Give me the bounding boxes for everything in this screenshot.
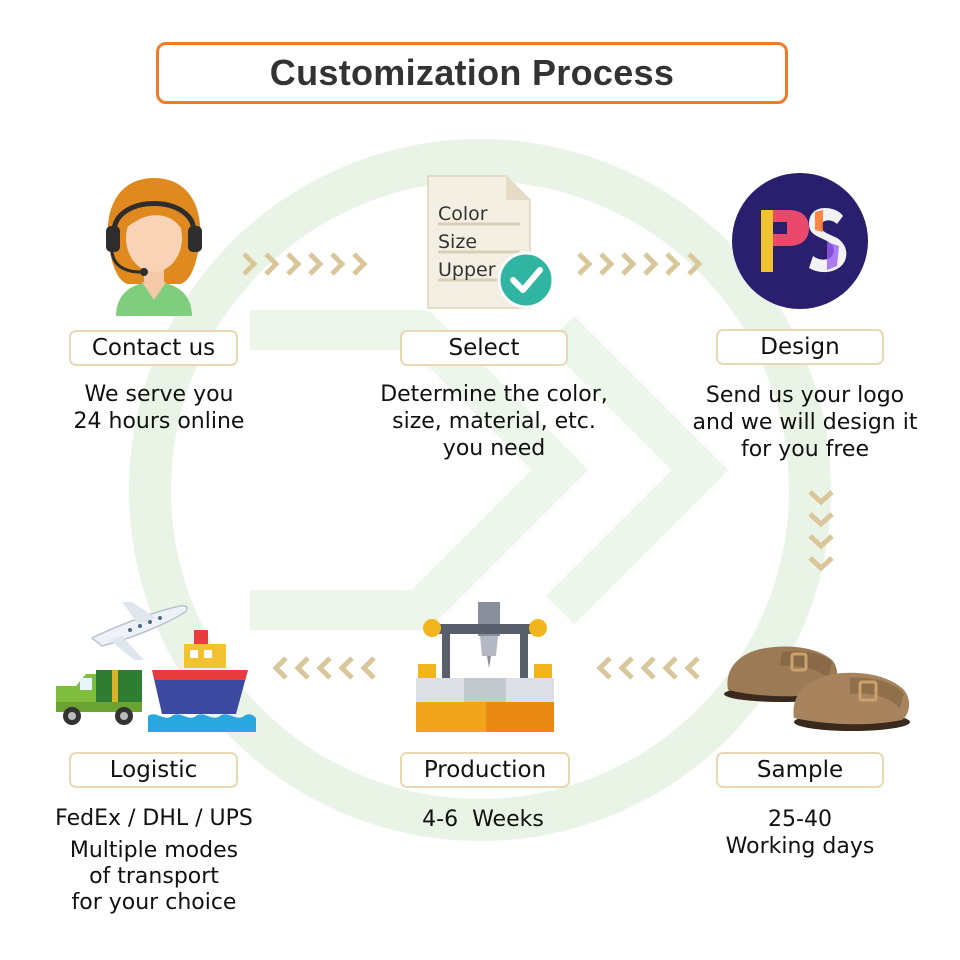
doc-line-color: Color bbox=[438, 203, 488, 225]
document-checkmark-icon: Color Size Upper bbox=[427, 175, 555, 309]
step-select-label: Select bbox=[400, 330, 568, 366]
ship-icon bbox=[148, 630, 256, 732]
step-contact-label: Contact us bbox=[69, 330, 238, 366]
step-select-description: Determine the color,size, material, etc.… bbox=[380, 382, 608, 461]
arrow-chevrons-left-icon bbox=[272, 656, 376, 680]
arrow-chevrons-right-icon bbox=[242, 252, 368, 276]
step-production-label: Production bbox=[400, 752, 570, 788]
arrow-chevrons-down-icon bbox=[808, 490, 834, 572]
factory-machine-icon bbox=[416, 602, 554, 732]
clog-sandals-icon bbox=[724, 646, 910, 731]
step-design-label: Design bbox=[716, 329, 884, 365]
page-title: Customization Process bbox=[156, 42, 788, 104]
ps-logo-icon bbox=[732, 173, 868, 309]
truck-icon bbox=[56, 670, 142, 725]
arrow-chevrons-right-icon bbox=[577, 252, 703, 276]
step-production-description: 4-6 Weeks bbox=[422, 807, 544, 832]
step-sample-label: Sample bbox=[716, 752, 884, 788]
arrow-chevrons-left-icon bbox=[596, 656, 700, 680]
transport-icon bbox=[56, 602, 256, 732]
airplane-icon bbox=[90, 602, 188, 660]
doc-line-size: Size bbox=[438, 231, 477, 253]
doc-line-upper: Upper bbox=[438, 259, 496, 281]
customer-service-headset-icon bbox=[106, 178, 202, 316]
step-logistic-label: Logistic bbox=[69, 752, 238, 788]
